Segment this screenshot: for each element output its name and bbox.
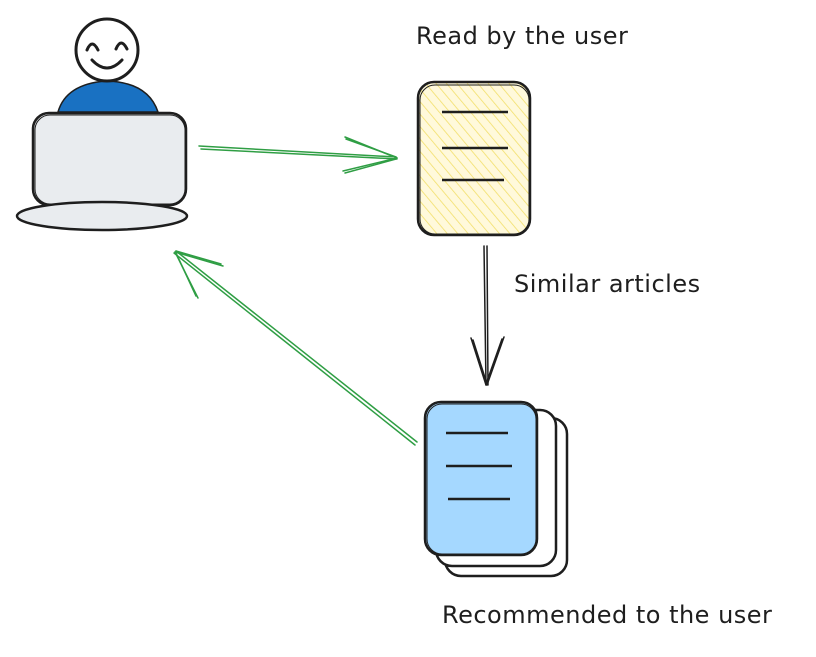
- laptop-screen: [31, 111, 188, 207]
- label-read-by-user: Read by the user: [416, 22, 629, 50]
- user-at-laptop-icon: [15, 17, 189, 232]
- label-recommended-to-user: Recommended to the user: [442, 601, 773, 629]
- arrow-similar-articles: [470, 245, 505, 386]
- document-icon: [416, 80, 532, 237]
- laptop-base: [15, 200, 189, 232]
- stack-front-sheet: [423, 400, 539, 557]
- arrow-recommended-to-user: [173, 250, 418, 446]
- arrow-to-read-document: [198, 136, 398, 174]
- label-similar-articles: Similar articles: [514, 270, 701, 298]
- smiley-face-icon: [74, 17, 140, 83]
- user-body: [57, 80, 160, 113]
- document-stack-icon: [423, 400, 569, 578]
